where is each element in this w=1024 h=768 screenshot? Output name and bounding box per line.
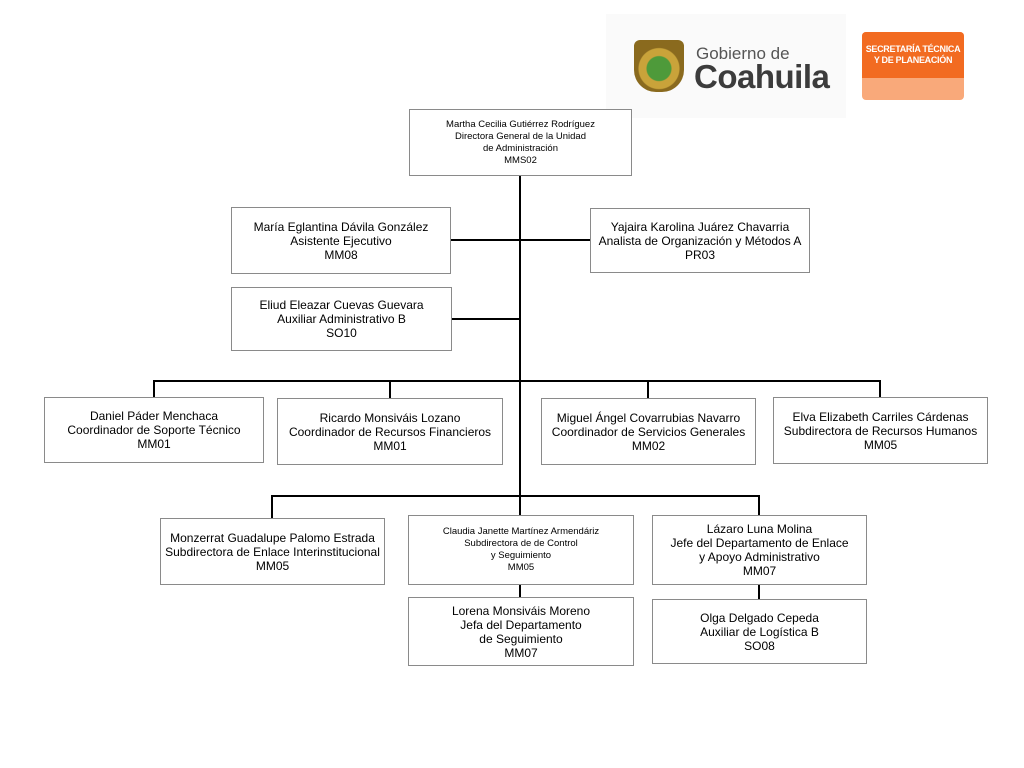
node-role: y Seguimiento bbox=[490, 550, 552, 561]
node-role: Asistente Ejecutivo bbox=[290, 233, 392, 248]
node-code: MM07 bbox=[504, 645, 538, 660]
org-node-logistica: Olga Delgado Cepeda Auxiliar de Logístic… bbox=[652, 599, 867, 664]
connector-row1-drop bbox=[389, 380, 391, 398]
gobierno-coahuila-logo: Gobierno de Coahuila bbox=[606, 14, 846, 118]
node-code: MM05 bbox=[255, 558, 290, 573]
node-code: MM05 bbox=[507, 562, 535, 573]
node-name: Claudia Janette Martínez Armendáriz bbox=[442, 526, 600, 537]
node-role: de Administración bbox=[483, 142, 558, 154]
logo-gobierno-text: Gobierno de bbox=[696, 44, 790, 63]
connector-row3-drop bbox=[758, 585, 760, 599]
node-role: Directora General de la Unidad bbox=[455, 130, 586, 142]
org-node-servicios: Miguel Ángel Covarrubias Navarro Coordin… bbox=[541, 398, 756, 465]
connector-row2-bar bbox=[271, 495, 760, 497]
coat-of-arms-icon bbox=[634, 40, 684, 92]
connector-row1-drop bbox=[879, 380, 881, 397]
node-name: Miguel Ángel Covarrubias Navarro bbox=[556, 410, 741, 425]
logo-coahuila-text: Coahuila bbox=[694, 58, 830, 95]
node-code: MM05 bbox=[863, 437, 898, 452]
connector-row2-drop bbox=[519, 495, 521, 515]
node-code: PR03 bbox=[684, 247, 716, 262]
node-code: MMS02 bbox=[504, 154, 537, 166]
connector-row1-drop bbox=[153, 380, 155, 397]
connector-row1-bar bbox=[153, 380, 881, 382]
node-code: MM01 bbox=[373, 438, 407, 453]
node-name: Eliud Eleazar Cuevas Guevara bbox=[259, 298, 424, 312]
node-code: MM08 bbox=[324, 247, 358, 262]
connector-row3-drop bbox=[519, 585, 521, 597]
node-role: Subdirectora de Enlace Interinstituciona… bbox=[165, 544, 380, 559]
connector-row2-drop bbox=[758, 495, 760, 515]
node-name: Elva Elizabeth Carriles Cárdenas bbox=[792, 409, 969, 424]
node-name: Olga Delgado Cepeda bbox=[700, 610, 819, 625]
node-role: de Seguimiento bbox=[479, 631, 563, 646]
org-node-control: Claudia Janette Martínez Armendáriz Subd… bbox=[408, 515, 634, 585]
node-name: Lázaro Luna Molina bbox=[706, 522, 813, 536]
connector-row1-drop bbox=[647, 380, 649, 398]
node-name: Ricardo Monsiváis Lozano bbox=[319, 410, 461, 425]
node-role: Subdirectora de de Control bbox=[464, 538, 578, 549]
org-node-enlace-apoyo: Lázaro Luna Molina Jefe del Departamento… bbox=[652, 515, 867, 585]
org-node-financieros: Ricardo Monsiváis Lozano Coordinador de … bbox=[277, 398, 503, 465]
secretaria-badge: SECRETARÍA TÉCNICA Y DE PLANEACIÓN bbox=[862, 32, 964, 100]
org-node-director: Martha Cecilia Gutiérrez Rodríguez Direc… bbox=[409, 109, 632, 176]
node-role: Auxiliar de Logística B bbox=[700, 624, 819, 639]
node-role: Jefa del Departamento bbox=[460, 617, 582, 632]
node-name: Martha Cecilia Gutiérrez Rodríguez bbox=[446, 118, 595, 130]
node-name: Monzerrat Guadalupe Palomo Estrada bbox=[170, 530, 375, 545]
node-role: Coordinador de Soporte Técnico bbox=[67, 423, 241, 437]
badge-line1: SECRETARÍA TÉCNICA bbox=[865, 44, 961, 54]
org-node-soporte: Daniel Páder Menchaca Coordinador de Sop… bbox=[44, 397, 264, 463]
node-name: Daniel Páder Menchaca bbox=[89, 409, 219, 423]
connector-staff bbox=[451, 239, 590, 241]
node-role: y Apoyo Administrativo bbox=[699, 550, 820, 564]
org-node-enlace-inter: Monzerrat Guadalupe Palomo Estrada Subdi… bbox=[160, 518, 385, 585]
node-code: SO08 bbox=[744, 638, 775, 653]
node-code: MM01 bbox=[137, 437, 171, 451]
connector-row2-drop bbox=[271, 495, 273, 518]
org-node-asistente: María Eglantina Dávila González Asistent… bbox=[231, 207, 451, 274]
node-role: Auxiliar Administrativo B bbox=[277, 312, 406, 326]
node-code: MM02 bbox=[631, 438, 666, 453]
org-node-rh: Elva Elizabeth Carriles Cárdenas Subdire… bbox=[773, 397, 988, 464]
node-role: Coordinador de Recursos Financieros bbox=[288, 424, 492, 439]
node-role: Analista de Organización y Métodos A bbox=[598, 233, 802, 248]
org-node-auxiliar: Eliud Eleazar Cuevas Guevara Auxiliar Ad… bbox=[231, 287, 452, 351]
connector-eliud bbox=[452, 318, 520, 320]
org-node-seguimiento: Lorena Monsiváis Moreno Jefa del Departa… bbox=[408, 597, 634, 666]
node-role: Subdirectora de Recursos Humanos bbox=[783, 423, 978, 438]
connector-trunk bbox=[519, 176, 521, 496]
node-name: Lorena Monsiváis Moreno bbox=[451, 603, 591, 618]
node-name: María Eglantina Dávila González bbox=[253, 219, 429, 234]
node-name: Yajaira Karolina Juárez Chavarria bbox=[610, 219, 790, 234]
org-node-analista: Yajaira Karolina Juárez Chavarria Analis… bbox=[590, 208, 810, 273]
badge-line2: Y DE PLANEACIÓN bbox=[873, 55, 953, 65]
node-code: MM07 bbox=[742, 564, 777, 578]
node-code: SO10 bbox=[326, 326, 357, 340]
node-role: Coordinador de Servicios Generales bbox=[551, 424, 746, 439]
node-role: Jefe del Departamento de Enlace bbox=[670, 536, 849, 550]
